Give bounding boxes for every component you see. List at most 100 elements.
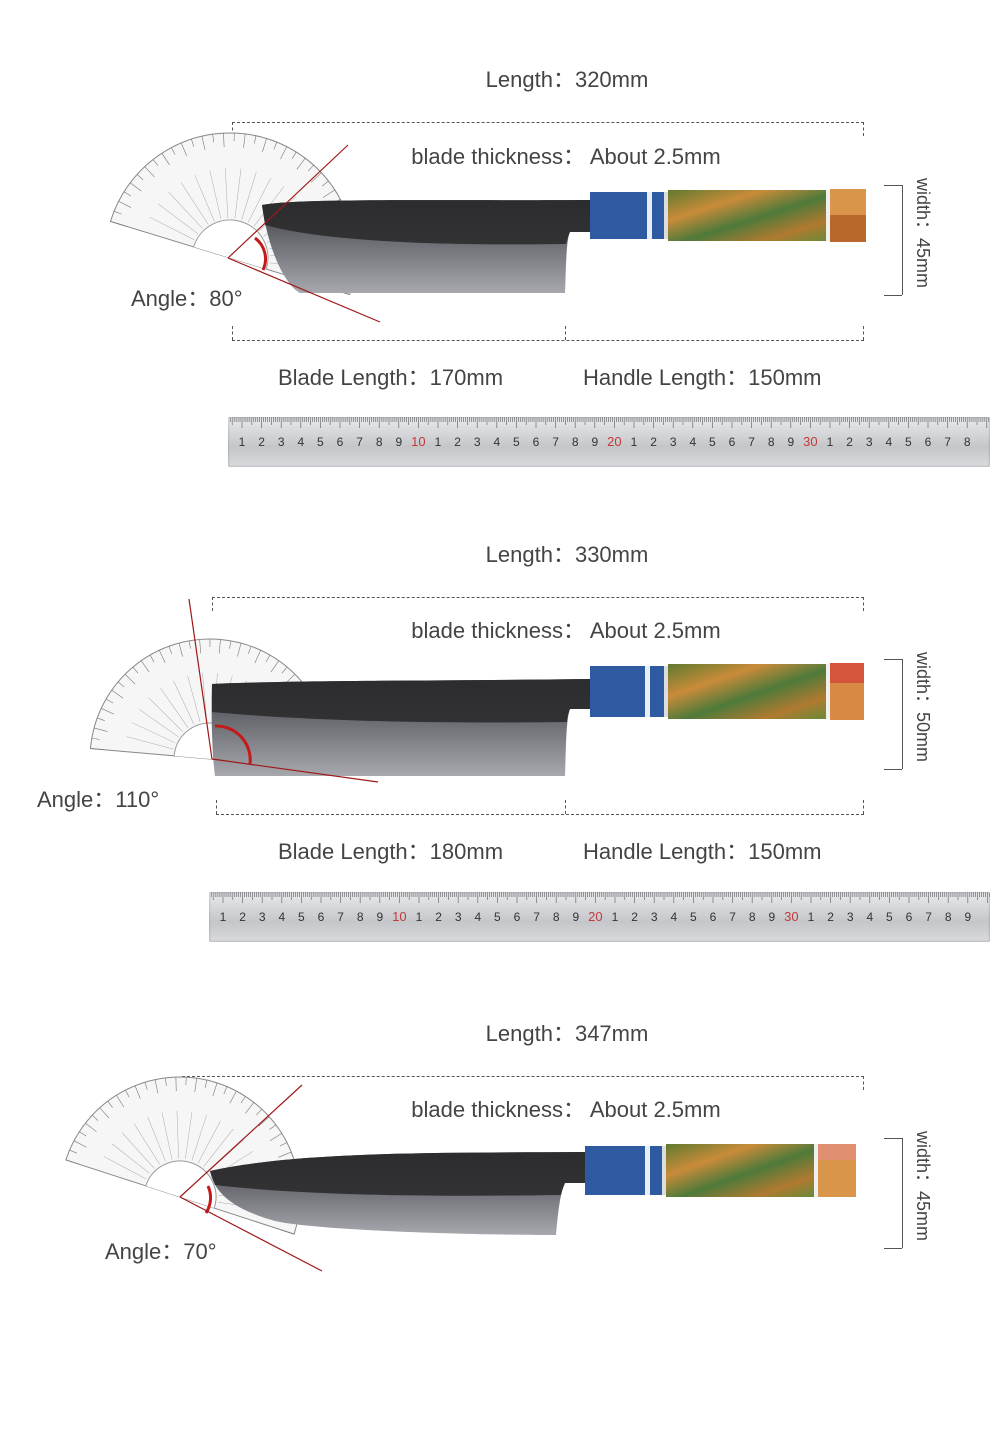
angle-label: Angle：110° xyxy=(37,787,160,812)
ruler-number: 5 xyxy=(494,910,501,924)
ruler-number: 9 xyxy=(572,910,579,924)
ruler-number: 6 xyxy=(906,910,913,924)
ruler-number: 8 xyxy=(572,435,579,449)
length-guide-right xyxy=(863,597,864,611)
ruler-number: 6 xyxy=(318,910,325,924)
ruler-number: 7 xyxy=(552,435,559,449)
blade-thickness-label: blade thickness： About 2.5mm xyxy=(411,144,721,169)
length-guide-right xyxy=(863,122,864,136)
ruler-number: 6 xyxy=(729,435,736,449)
ruler-number: 1 xyxy=(631,435,638,449)
ruler-number: 8 xyxy=(964,435,971,449)
ruler-number: 30 xyxy=(803,434,817,449)
ruler-number: 3 xyxy=(278,435,285,449)
ruler-number: 8 xyxy=(376,435,383,449)
blade-handle-divider xyxy=(565,800,566,814)
blade-length-label: Blade Length：180mm xyxy=(278,839,504,864)
ruler-number: 7 xyxy=(356,435,363,449)
width-bracket-top xyxy=(884,185,902,186)
knife-illustration xyxy=(89,598,864,783)
ruler-number: 30 xyxy=(784,909,798,924)
ruler-number: 4 xyxy=(885,435,892,449)
ruler-number: 5 xyxy=(513,435,520,449)
ruler-number: 7 xyxy=(729,910,736,924)
ruler-number: 5 xyxy=(317,435,324,449)
handle-guide-right xyxy=(863,326,864,340)
width-bracket-bottom xyxy=(884,1248,902,1249)
ruler-number: 8 xyxy=(553,910,560,924)
ruler-number: 3 xyxy=(670,435,677,449)
width-label: width：50mm xyxy=(913,652,933,763)
width-bracket-bottom xyxy=(884,769,902,770)
knife-illustration xyxy=(109,132,866,323)
ruler-number: 5 xyxy=(690,910,697,924)
ruler-number: 2 xyxy=(846,435,853,449)
blade-thickness-label: blade thickness： About 2.5mm xyxy=(411,1097,721,1122)
blade-length-label: Blade Length：170mm xyxy=(278,365,504,390)
width-label: width：45mm xyxy=(913,178,933,289)
ruler-number: 3 xyxy=(847,910,854,924)
width-bracket xyxy=(902,659,903,769)
ruler-number: 4 xyxy=(670,910,677,924)
ruler-number: 8 xyxy=(768,435,775,449)
blade-guide-left xyxy=(232,326,233,340)
ruler-number: 1 xyxy=(416,910,423,924)
ruler-number: 7 xyxy=(944,435,951,449)
ruler-number: 9 xyxy=(395,435,402,449)
length-guide-right xyxy=(863,1076,864,1090)
handle-length-label: Handle Length：150mm xyxy=(583,839,822,864)
ruler-number: 2 xyxy=(827,910,834,924)
ruler-number: 1 xyxy=(239,435,246,449)
ruler-number: 3 xyxy=(455,910,462,924)
blade-handle-guide xyxy=(232,340,864,341)
ruler-number: 9 xyxy=(591,435,598,449)
ruler-number: 2 xyxy=(650,435,657,449)
ruler-number: 8 xyxy=(945,910,952,924)
total-length-label: Length：320mm xyxy=(485,67,649,92)
length-guide xyxy=(212,597,864,598)
ruler-number: 5 xyxy=(886,910,893,924)
ruler-number: 4 xyxy=(297,435,304,449)
knife-spec-1: Length：320mm blade thickness： About 2.5m… xyxy=(0,0,990,480)
width-bracket-top xyxy=(884,659,902,660)
blade-guide-left xyxy=(216,800,217,814)
ruler-number: 9 xyxy=(376,910,383,924)
ruler-number: 1 xyxy=(808,910,815,924)
ruler-number: 6 xyxy=(533,435,540,449)
angle-label: Angle：80° xyxy=(131,286,243,311)
ruler-number: 3 xyxy=(866,435,873,449)
length-guide-left xyxy=(232,122,233,136)
ruler-number: 10 xyxy=(411,434,425,449)
ruler-number: 9 xyxy=(787,435,794,449)
blade-thickness-label: blade thickness： About 2.5mm xyxy=(411,618,721,643)
handle-length-label: Handle Length：150mm xyxy=(583,365,822,390)
length-guide-left xyxy=(212,597,213,611)
knife-spec-2: Length：330mm blade thickness： About 2.5m… xyxy=(0,474,990,954)
ruler-number: 7 xyxy=(533,910,540,924)
ruler-number: 4 xyxy=(866,910,873,924)
ruler-number: 4 xyxy=(493,435,500,449)
knife-spec-3: Length：347mm blade thickness： About 2.5m… xyxy=(0,953,990,1433)
ruler-number: 3 xyxy=(259,910,266,924)
ruler-number: 1 xyxy=(612,910,619,924)
angle-label: Angle：70° xyxy=(105,1239,217,1264)
ruler-number: 9 xyxy=(768,910,775,924)
width-bracket xyxy=(902,1138,903,1248)
ruler-number: 8 xyxy=(357,910,364,924)
ruler-number: 6 xyxy=(710,910,717,924)
ruler-number: 5 xyxy=(905,435,912,449)
length-guide xyxy=(182,1076,864,1077)
ruler-number: 3 xyxy=(474,435,481,449)
ruler-number: 7 xyxy=(925,910,932,924)
ruler-number: 1 xyxy=(435,435,442,449)
ruler-number: 20 xyxy=(588,909,602,924)
ruler-number: 9 xyxy=(964,910,971,924)
width-bracket-bottom xyxy=(884,295,902,296)
ruler-number: 2 xyxy=(258,435,265,449)
total-length-label: Length：347mm xyxy=(485,1021,649,1046)
knife-illustration xyxy=(65,1076,856,1272)
ruler-number: 5 xyxy=(709,435,716,449)
ruler-number: 4 xyxy=(278,910,285,924)
